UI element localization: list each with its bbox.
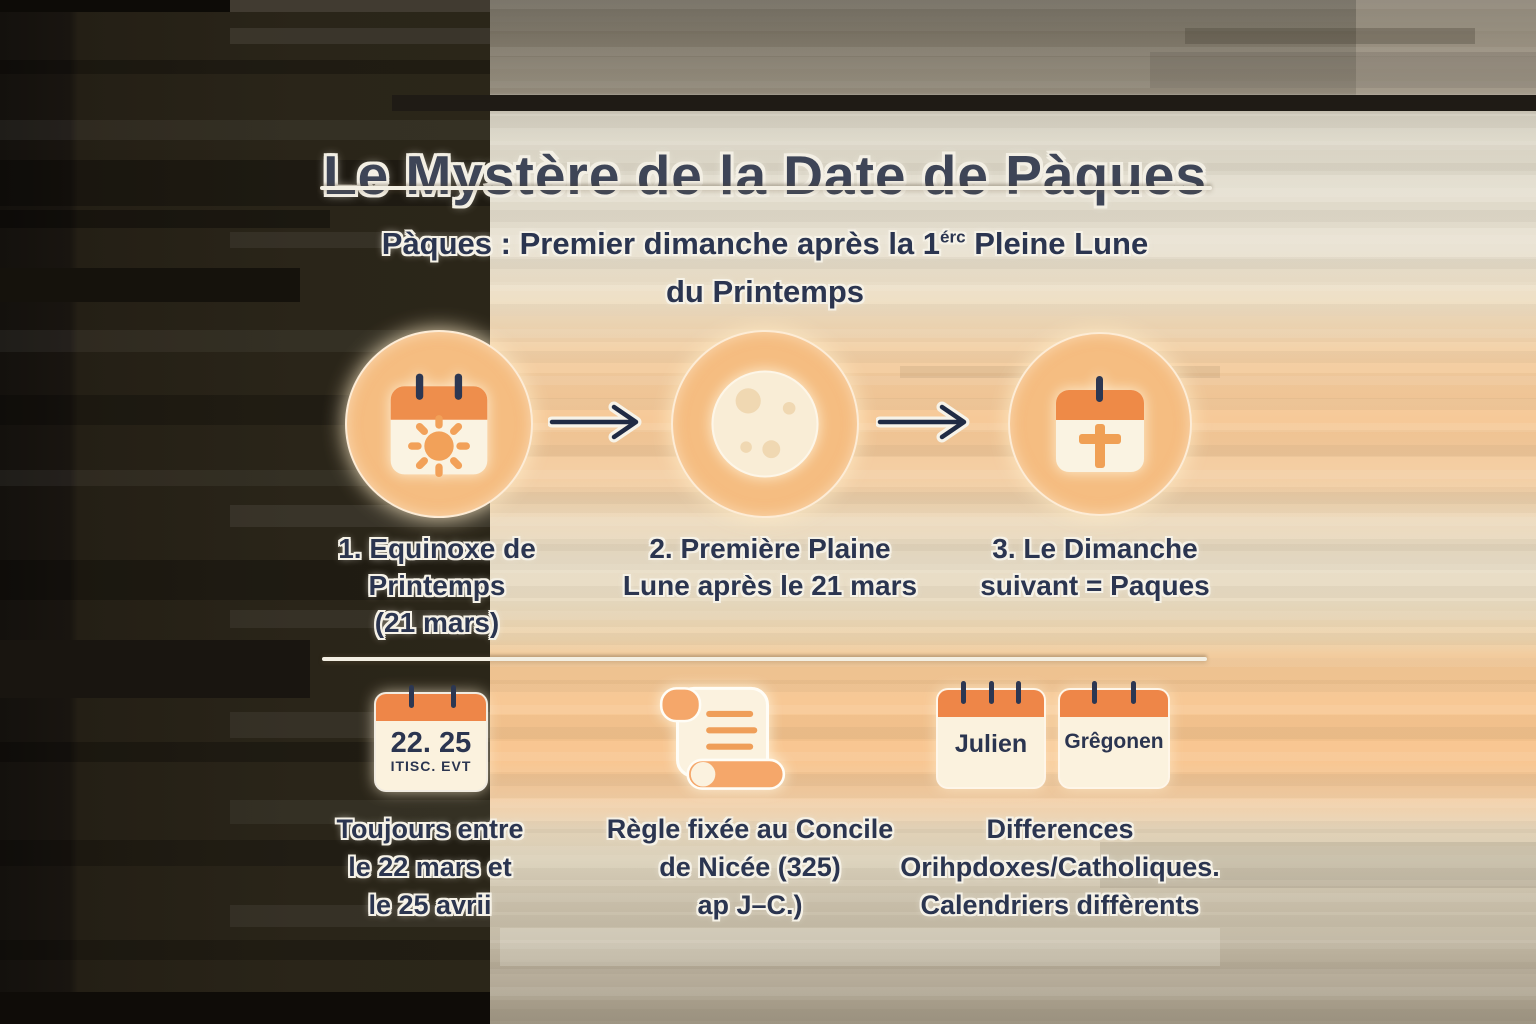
calendar-peg [1092, 681, 1098, 704]
calendar-name: Grêgonen [1064, 730, 1164, 753]
top-right-band [1356, 0, 1536, 95]
subtitle-line1: Pàques : Premier dimanche après la 1érc … [382, 226, 1148, 261]
glitch-stripe [0, 210, 330, 228]
caption-line: 2. Première Plaine [649, 533, 891, 564]
fact2-caption: Règle fixée au Concile de Nicée (325) ap… [590, 810, 910, 924]
calendar-sun-icon [390, 373, 488, 478]
subtitle-suffix: Pleine Lune [965, 226, 1149, 262]
step3-circle [1008, 332, 1192, 516]
subtitle-superscript: érc [940, 228, 966, 247]
full-moon-icon [711, 370, 819, 478]
step1-circle [345, 330, 533, 518]
step2-caption: 2. Première Plaine Lune après le 21 mars [620, 530, 920, 604]
fact1-caption: Toujours entre le 22 mars et le 25 avrii [290, 810, 570, 924]
subtitle-line2: du Printemps [665, 274, 865, 310]
glitch-stripe [230, 28, 490, 44]
caption-line: Règle fixée au Concile [606, 814, 894, 844]
title-divider [320, 186, 1212, 190]
caption-line: le 22 mars et [348, 852, 512, 882]
caption-line: 1. Equinoxe de [338, 533, 536, 564]
calendar-numbers: 22. 25 [390, 727, 472, 759]
caption-line: de Nicée (325) [659, 852, 841, 882]
calendar-label: ITISC. EVT [390, 758, 472, 774]
glitch-stripe [0, 160, 490, 206]
glitch-streak [500, 928, 1220, 966]
glitch-stripe [230, 232, 490, 248]
calendar-peg [961, 681, 967, 704]
caption-line: Calendriers diffèrents [920, 890, 1200, 920]
glitch-stripe [0, 268, 300, 302]
caption-line: Orihpdoxes/Catholiques. [900, 852, 1220, 882]
caption-line: ap J–C.) [697, 890, 803, 920]
arrow-right-icon [876, 401, 970, 443]
glitch-stripe [230, 610, 490, 628]
calendar-cross-icon [1056, 376, 1144, 472]
subtitle-prefix: Pàques : Premier dimanche après la 1 [381, 226, 941, 262]
glitch-stripe [0, 840, 490, 866]
glitch-stripe [0, 330, 490, 352]
top-glitch-bar [392, 95, 1536, 111]
scroll-icon [659, 686, 786, 790]
caption-line: (21 mars) [374, 607, 500, 638]
step3-caption: 3. Le Dimanche suivant = Paques [950, 530, 1240, 604]
arrow-right-icon [548, 401, 642, 443]
glitch-stripe [230, 0, 490, 12]
subtitle: Pàques : Premier dimanche après la 1érc … [320, 214, 1210, 316]
caption-line: suivant = Paques [980, 570, 1210, 601]
calendar-peg [1131, 681, 1137, 704]
caption-line: Printemps [368, 570, 506, 601]
calendar-peg [409, 685, 414, 708]
calendar-peg [1016, 681, 1022, 704]
glitch-stripe [0, 120, 490, 140]
caption-line: 3. Le Dimanche [992, 533, 1198, 564]
caption-line: le 25 avrii [368, 890, 492, 920]
glitch-stripe [0, 560, 490, 600]
glitch-streak [1185, 28, 1475, 44]
calendar-header [1060, 690, 1168, 717]
glitch-stripe [0, 60, 490, 74]
step1-caption: 1. Equinoxe de Printemps (21 mars) [300, 530, 574, 641]
glitch-stripe [230, 800, 490, 824]
glitch-stripe [230, 905, 490, 927]
glitch-stripe [0, 940, 490, 960]
gregorian-calendar-icon: Grêgonen [1060, 681, 1168, 787]
calendar-header [376, 694, 486, 721]
caption-line: Lune après le 21 mars [622, 570, 918, 601]
calendar-peg [450, 685, 456, 708]
caption-line: Differences [986, 814, 1134, 844]
glitch-stripe [0, 742, 490, 762]
caption-line: Toujours entre [336, 814, 524, 844]
glitch-stripe [0, 992, 490, 1024]
fact3-caption: Differences Orihpdoxes/Catholiques. Cale… [890, 810, 1230, 924]
step2-circle [671, 330, 859, 518]
calendar-peg [988, 681, 994, 704]
calendar-name: Julien [954, 730, 1028, 758]
calendar-dates-icon: 22. 25 ITISC. EVT [376, 685, 486, 790]
page-title: Le Mystère de la Date de Pàques [323, 143, 1207, 206]
glitch-stripe [0, 0, 230, 12]
section-divider [322, 657, 1207, 661]
julian-calendar-icon: Julien [938, 681, 1044, 787]
glitch-streak [1150, 52, 1536, 88]
glitch-stripe [0, 640, 310, 698]
